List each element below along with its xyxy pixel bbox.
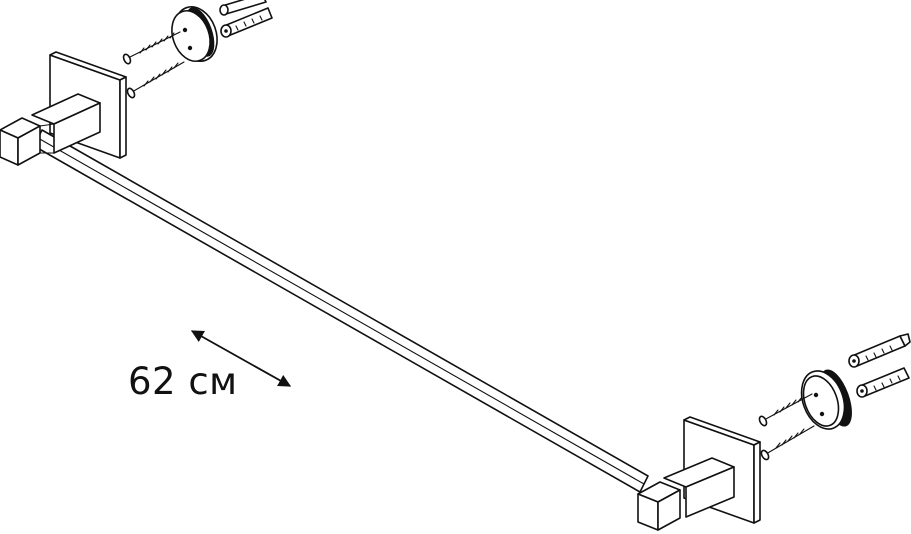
wall-plug-icon xyxy=(220,7,273,38)
wall-plug-icon xyxy=(848,333,911,368)
left-fixing-kit xyxy=(122,0,273,99)
left-wall-bracket xyxy=(0,51,127,166)
wall-plug-icon xyxy=(219,0,267,16)
screw-icon xyxy=(126,61,185,99)
right-fixing-kit xyxy=(758,333,911,461)
screw-icon xyxy=(760,425,815,461)
wall-plug-icon xyxy=(856,367,910,398)
dimension-label: 62 см xyxy=(128,360,238,403)
double-arrow-icon xyxy=(190,330,292,387)
screw-icon xyxy=(758,393,813,427)
towel-bar-rod xyxy=(33,129,649,493)
right-wall-bracket xyxy=(637,416,761,531)
cover-plate-left xyxy=(171,6,218,62)
screw-icon xyxy=(122,31,181,65)
cover-plate-right xyxy=(800,369,852,430)
